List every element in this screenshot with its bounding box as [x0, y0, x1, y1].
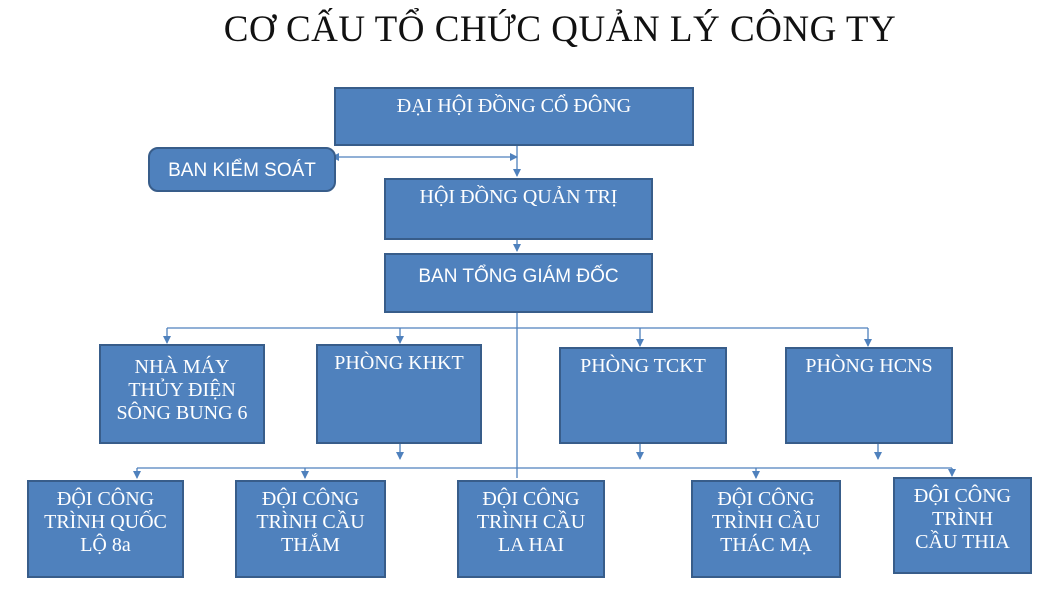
- node-doi-cong-trinh-thac-ma: ĐỘI CÔNG TRÌNH CẦU THÁC MẠ: [691, 480, 841, 578]
- node-doi-cong-trinh-cau-thia: ĐỘI CÔNG TRÌNH CẦU THIA: [893, 477, 1032, 574]
- node-doi-cong-trinh-la-hai: ĐỘI CÔNG TRÌNH CẦU LA HAI: [457, 480, 605, 578]
- node-dai-hoi-dong-co-dong: ĐẠI HỘI ĐỒNG CỔ ĐÔNG: [334, 87, 694, 146]
- node-phong-hcns: PHÒNG HCNS: [785, 347, 953, 444]
- node-nha-may-thuy-dien: NHÀ MÁY THỦY ĐIỆN SÔNG BUNG 6: [99, 344, 265, 444]
- node-doi-cong-trinh-cau-tham: ĐỘI CÔNG TRÌNH CẦU THẮM: [235, 480, 386, 578]
- node-doi-cong-trinh-quoc-lo: ĐỘI CÔNG TRÌNH QUỐC LỘ 8a: [27, 480, 184, 578]
- node-phong-tckt: PHÒNG TCKT: [559, 347, 727, 444]
- node-hoi-dong-quan-tri: HỘI ĐỒNG QUẢN TRỊ: [384, 178, 653, 240]
- node-phong-khkt: PHÒNG KHKT: [316, 344, 482, 444]
- node-ban-kiem-soat: BAN KIỂM SOÁT: [148, 147, 336, 192]
- node-ban-tong-giam-doc: BAN TỔNG GIÁM ĐỐC: [384, 253, 653, 313]
- chart-title: CƠ CẤU TỔ CHỨC QUẢN LÝ CÔNG TY: [223, 9, 897, 50]
